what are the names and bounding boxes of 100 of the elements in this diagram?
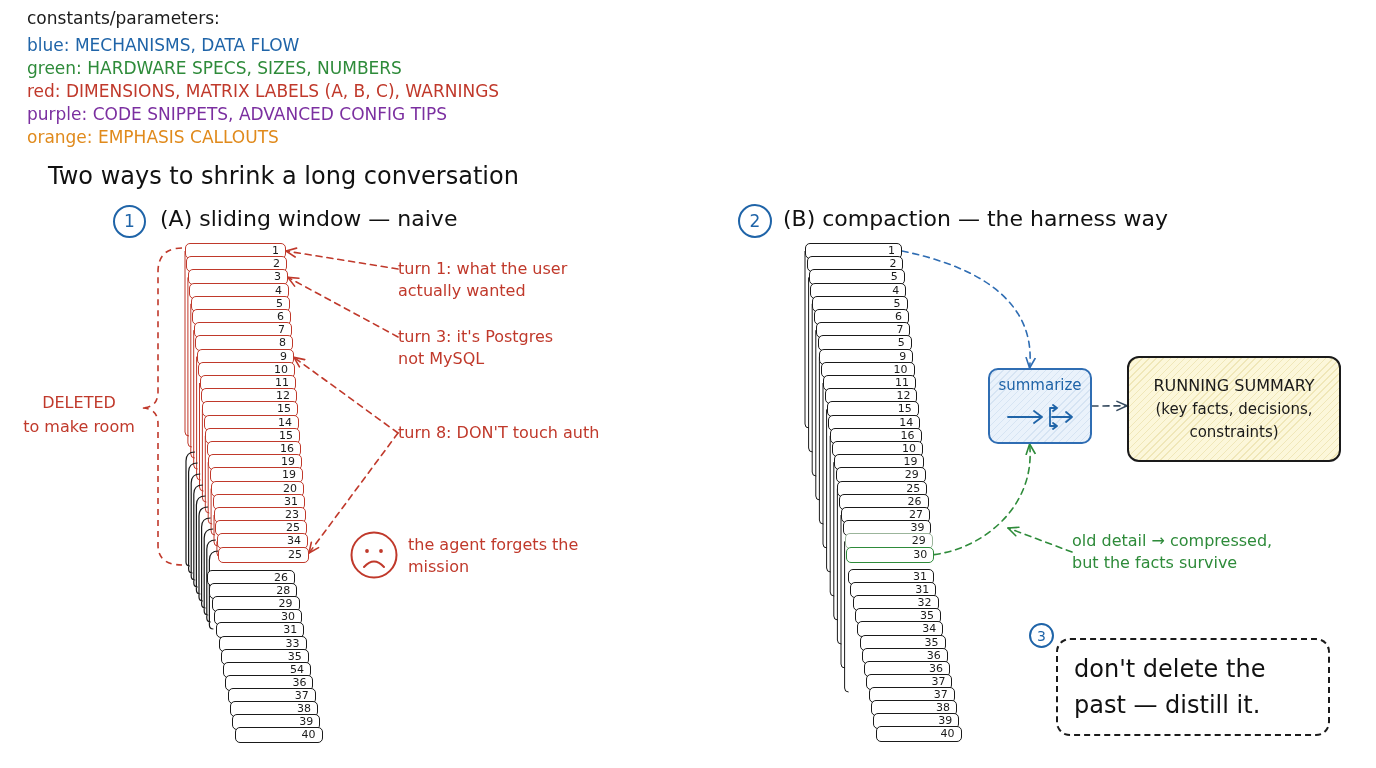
turn-number: 33 (285, 636, 300, 650)
turn-number: 31 (284, 494, 298, 508)
section-heading: (A) sliding window — naive (160, 205, 458, 233)
turn-number: 31 (913, 570, 927, 583)
callout-number: 1 (113, 205, 146, 238)
turn-number: 36 (929, 661, 944, 675)
turn-number: 29 (904, 468, 919, 482)
message-card (234, 727, 323, 744)
legend-entry: red: DIMENSIONS, MATRIX LABELS (A, B, C), WARNINGS (27, 80, 500, 103)
turn-number: 10 (902, 442, 916, 455)
turn-number: 37 (933, 687, 948, 701)
turn-number: 2 (889, 257, 897, 271)
turn-number: 26 (907, 494, 922, 508)
turn-number: 8 (279, 336, 286, 350)
callout-number: 2 (738, 204, 772, 238)
turn-number: 2 (273, 257, 280, 271)
section-heading: (B) compaction — the harness way (783, 205, 1168, 233)
note-text: DELETED (41, 392, 117, 414)
turn-number: 4 (275, 283, 282, 297)
turn-number: 4 (892, 283, 900, 297)
turn-number: 5 (893, 296, 901, 310)
turn-number: 31 (915, 583, 930, 597)
turn-number: 32 (917, 596, 932, 610)
dashed-arrow (1091, 400, 1128, 412)
dashed-arrow (901, 250, 1036, 369)
dashed-arrow (287, 276, 399, 338)
turn-number: 12 (276, 389, 290, 403)
summary-box (1127, 356, 1341, 462)
dashed-arrow (1007, 526, 1073, 553)
annotation-text: turn 1: what the user actually wanted (398, 258, 594, 302)
turn-number: 19 (903, 455, 918, 469)
dashed-arrow (285, 247, 399, 270)
turn-number: 36 (926, 648, 941, 662)
turn-number: 5 (890, 270, 898, 284)
turn-number: 30 (913, 547, 928, 561)
turn-number: 40 (940, 727, 955, 741)
message-card (875, 726, 962, 743)
turn-number: 30 (280, 610, 295, 624)
turn-number: 40 (301, 728, 316, 742)
turn-number: 6 (895, 310, 902, 323)
turn-number: 38 (936, 701, 950, 714)
box-title: RUNNING SUMMARY (1153, 375, 1315, 397)
annotation-text: turn 8: DON'T touch auth (398, 422, 648, 444)
legend-entry: green: HARDWARE SPECS, SIZES, NUMBERS (27, 57, 402, 80)
turn-number: 20 (283, 481, 297, 495)
annotation-text: the agent forgets the mission (408, 534, 580, 578)
turn-number: 12 (896, 389, 911, 403)
turn-number: 7 (278, 323, 285, 337)
annotation-text: old detail → compressed, but the facts survive (1072, 530, 1290, 574)
turn-number: 29 (278, 597, 293, 611)
turn-number: 16 (280, 442, 294, 455)
note-text: to make room (22, 416, 136, 438)
turn-number: 38 (297, 702, 311, 715)
turn-number: 27 (909, 508, 923, 521)
turn-number: 1 (888, 244, 895, 257)
turn-number: 25 (286, 521, 300, 535)
legend-entry: blue: MECHANISMS, DATA FLOW (27, 34, 300, 57)
turn-number: 23 (285, 508, 299, 521)
turn-number: 14 (278, 415, 292, 429)
turn-number: 26 (274, 571, 288, 584)
callout-number: 3 (1029, 623, 1054, 648)
turn-number: 39 (938, 714, 953, 728)
turn-number: 9 (899, 349, 907, 363)
turn-number: 34 (922, 622, 937, 636)
legend-entry: orange: EMPHASIS CALLOUTS (27, 126, 279, 149)
box-text: (key facts, decisions, constraints) (1154, 399, 1314, 443)
turn-number: 15 (279, 428, 293, 442)
turn-number: 19 (281, 455, 295, 469)
turn-number: 34 (287, 534, 301, 548)
turn-number: 19 (282, 468, 296, 482)
turn-number: 39 (910, 521, 925, 535)
diagram-title: Two ways to shrink a long conversation (48, 161, 519, 192)
turn-number: 25 (906, 481, 921, 495)
turn-number: 37 (931, 674, 946, 688)
turn-number: 6 (277, 310, 284, 323)
process-box (988, 368, 1092, 444)
takeaway-box (1056, 638, 1330, 736)
turn-number: 1 (272, 244, 279, 257)
turn-number: 29 (911, 534, 926, 548)
turn-number: 15 (277, 402, 291, 416)
turn-number: 37 (294, 688, 309, 702)
turn-number: 9 (280, 349, 287, 363)
turn-number: 25 (288, 547, 302, 561)
turn-number: 3 (274, 270, 281, 284)
turn-number: 28 (276, 584, 291, 598)
box-label: summarize (998, 376, 1082, 394)
turn-number: 15 (897, 402, 912, 416)
turn-number: 11 (275, 376, 289, 389)
turn-number: 39 (299, 715, 314, 729)
dashed-arrow (308, 432, 399, 554)
legend-heading: constants/parameters: (27, 7, 221, 30)
legend-entry: purple: CODE SNIPPETS, ADVANCED CONFIG TIPS (27, 103, 448, 126)
turn-number: 10 (274, 362, 288, 376)
turn-number: 16 (900, 428, 915, 442)
turn-number: 35 (919, 609, 934, 623)
turn-number: 54 (290, 662, 305, 676)
turn-number: 14 (899, 415, 914, 429)
dashed-arrow (293, 356, 399, 434)
turn-number: 35 (287, 649, 302, 663)
dashed-arrow (933, 443, 1036, 556)
